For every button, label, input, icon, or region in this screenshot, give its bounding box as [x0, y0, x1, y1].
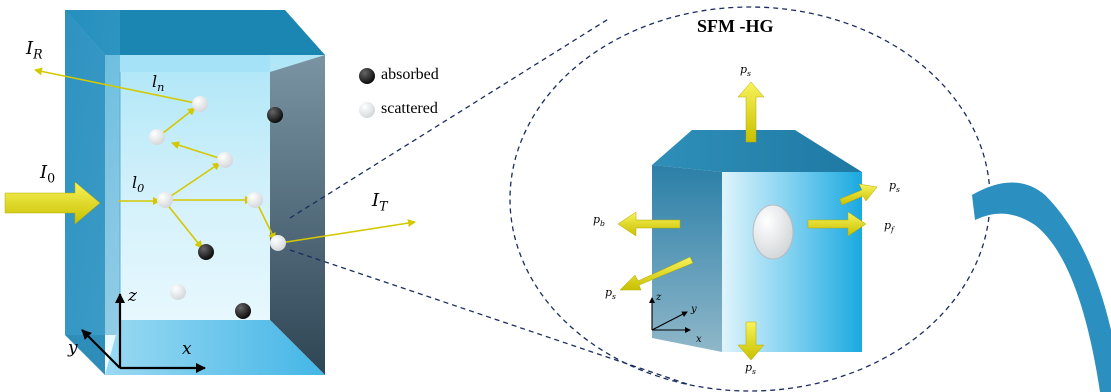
box-front-face: [722, 172, 862, 352]
scattered-particle: [270, 235, 286, 251]
arrow-side-up: [839, 183, 878, 206]
curved-arrow: [972, 182, 1111, 392]
slab-right-face: [270, 55, 325, 375]
label-ps-top: ps: [740, 63, 751, 79]
model-title: SFM -HG: [697, 16, 774, 36]
legend-scattered-label: scattered: [381, 100, 438, 117]
absorbed-particle: [235, 303, 251, 319]
ray-segment: [157, 107, 196, 138]
scattered-particle: [149, 129, 165, 145]
label-ps-bottom: ps: [745, 361, 756, 377]
box-particle: [752, 204, 794, 260]
ray-reflected: [34, 67, 201, 105]
slab-top-face: [65, 10, 325, 55]
legend-absorbed-label: absorbed: [381, 66, 439, 83]
box-top-surface: [652, 130, 862, 172]
ray-segment: [256, 202, 276, 241]
label-axis-y: y: [68, 338, 78, 358]
ray-segment: [171, 141, 223, 160]
arrow-side-down: [619, 256, 694, 291]
scattering-box: [652, 130, 862, 352]
label-pf: pf: [884, 219, 894, 235]
arrow-forward: [807, 211, 867, 237]
ray-transmitted: [279, 219, 416, 244]
slab-front-left-band: [65, 10, 120, 335]
label-transmitted-intensity: IT: [372, 190, 388, 214]
box-axis-y: [651, 311, 688, 331]
slab: [65, 10, 325, 375]
label-ps-left: ps: [605, 286, 616, 302]
ray-segment: [165, 202, 203, 249]
arrow-backward: [617, 211, 681, 237]
label-path-ln: ln: [152, 72, 165, 95]
absorbed-particle: [198, 244, 214, 260]
label-path-l0: l0: [132, 173, 145, 196]
axes-left: [81, 293, 206, 373]
legend-scattered-marker: [359, 102, 375, 118]
slab-top-edge: [120, 55, 270, 72]
scattered-particle: [170, 284, 186, 300]
direction-arrows: [617, 81, 878, 361]
label-axis-x: x: [182, 339, 192, 359]
scattered-particle: [247, 192, 263, 208]
label-box-axis-x: x: [696, 334, 702, 345]
arrow-up: [737, 81, 765, 143]
scattered-particle: [217, 152, 233, 168]
label-incident-intensity: I0: [40, 162, 56, 186]
label-box-axis-z: z: [656, 292, 662, 303]
particles: [149, 96, 286, 319]
label-ps-right: ps: [889, 179, 900, 195]
label-reflected-intensity: IR: [26, 38, 43, 62]
axes-box: [649, 297, 691, 333]
label-axis-z: z: [128, 286, 137, 306]
label-box-axis-y: y: [691, 304, 697, 315]
photon-paths: [34, 67, 416, 249]
absorbed-particle: [267, 107, 283, 123]
scattered-particle: [157, 192, 173, 208]
incident-beam-arrow: [4, 181, 101, 225]
slab-floor: [105, 320, 325, 375]
zoom-lines: [289, 17, 691, 386]
scattered-particle: [192, 96, 208, 112]
legend-absorbed-marker: [359, 68, 375, 84]
arrow-down: [737, 321, 765, 361]
axis-y-line: [81, 329, 121, 369]
label-pb: pb: [593, 213, 605, 229]
ray-segment: [164, 162, 221, 201]
